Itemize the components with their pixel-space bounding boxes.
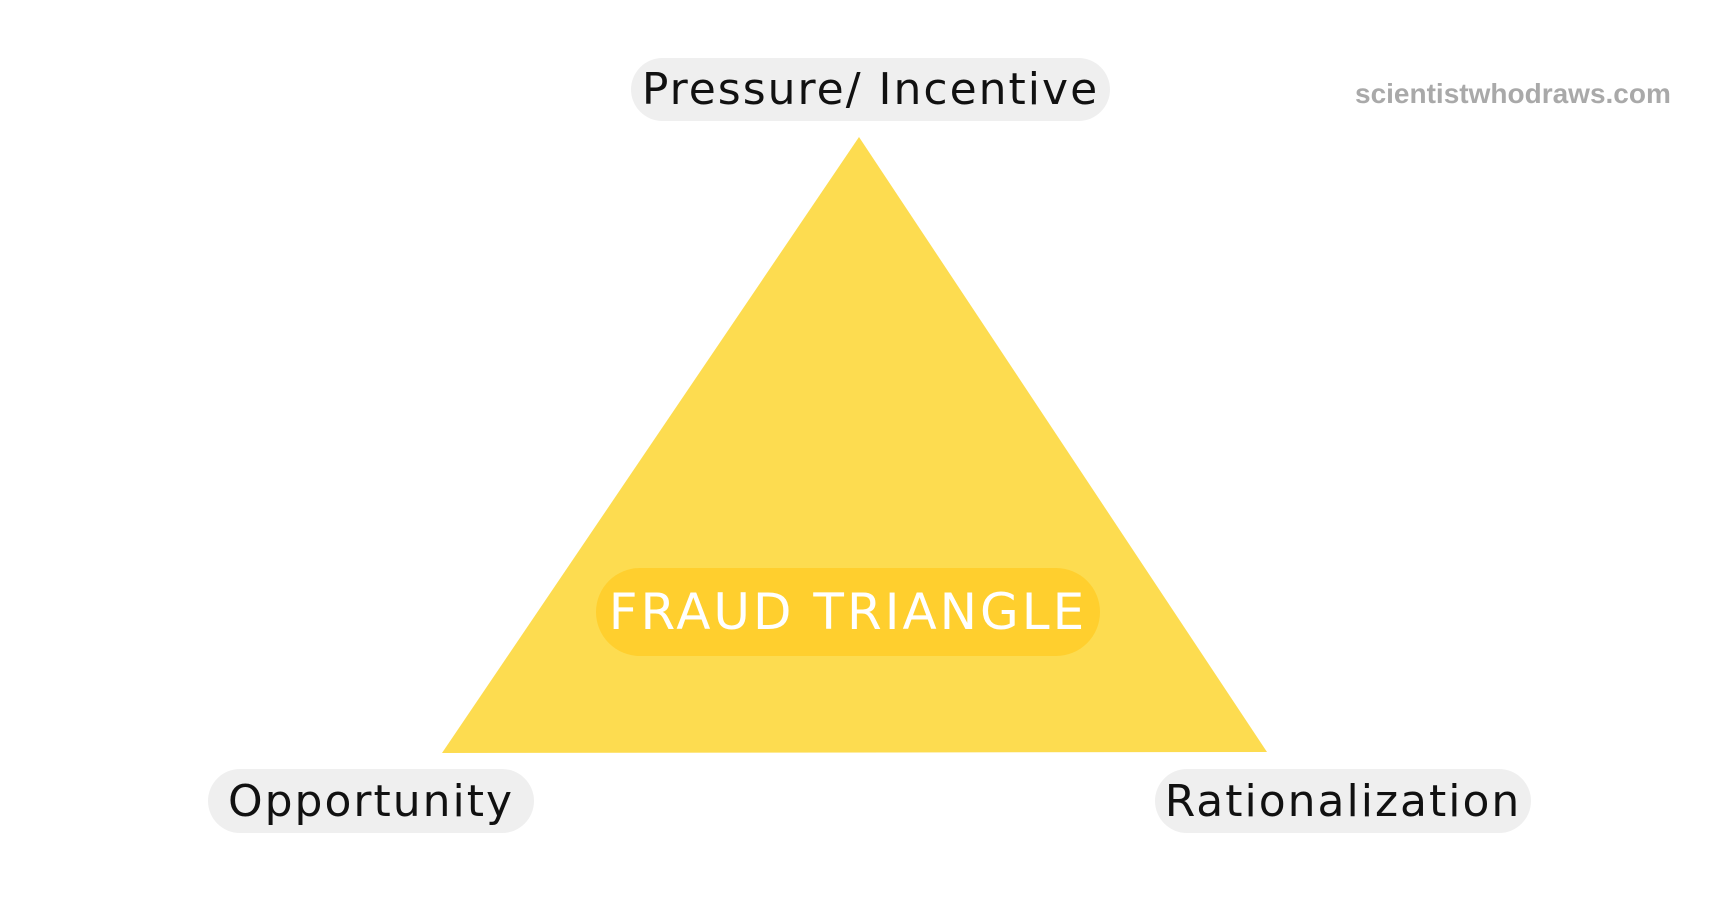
watermark-text: scientistwhodraws.com	[1355, 78, 1671, 109]
vertex-rationalization-label: Rationalization	[1164, 775, 1522, 827]
vertex-pressure-incentive: Pressure/ Incentive	[631, 58, 1110, 121]
center-title-badge: FRAUD TRIANGLE	[596, 568, 1100, 656]
vertex-opportunity-label: Opportunity	[227, 775, 515, 827]
vertex-rationalization: Rationalization	[1155, 769, 1531, 833]
vertex-opportunity: Opportunity	[208, 769, 534, 833]
triangle-body	[442, 137, 1267, 753]
vertex-pressure-incentive-label: Pressure/ Incentive	[641, 64, 1100, 115]
center-title-label: FRAUD TRIANGLE	[608, 583, 1088, 641]
